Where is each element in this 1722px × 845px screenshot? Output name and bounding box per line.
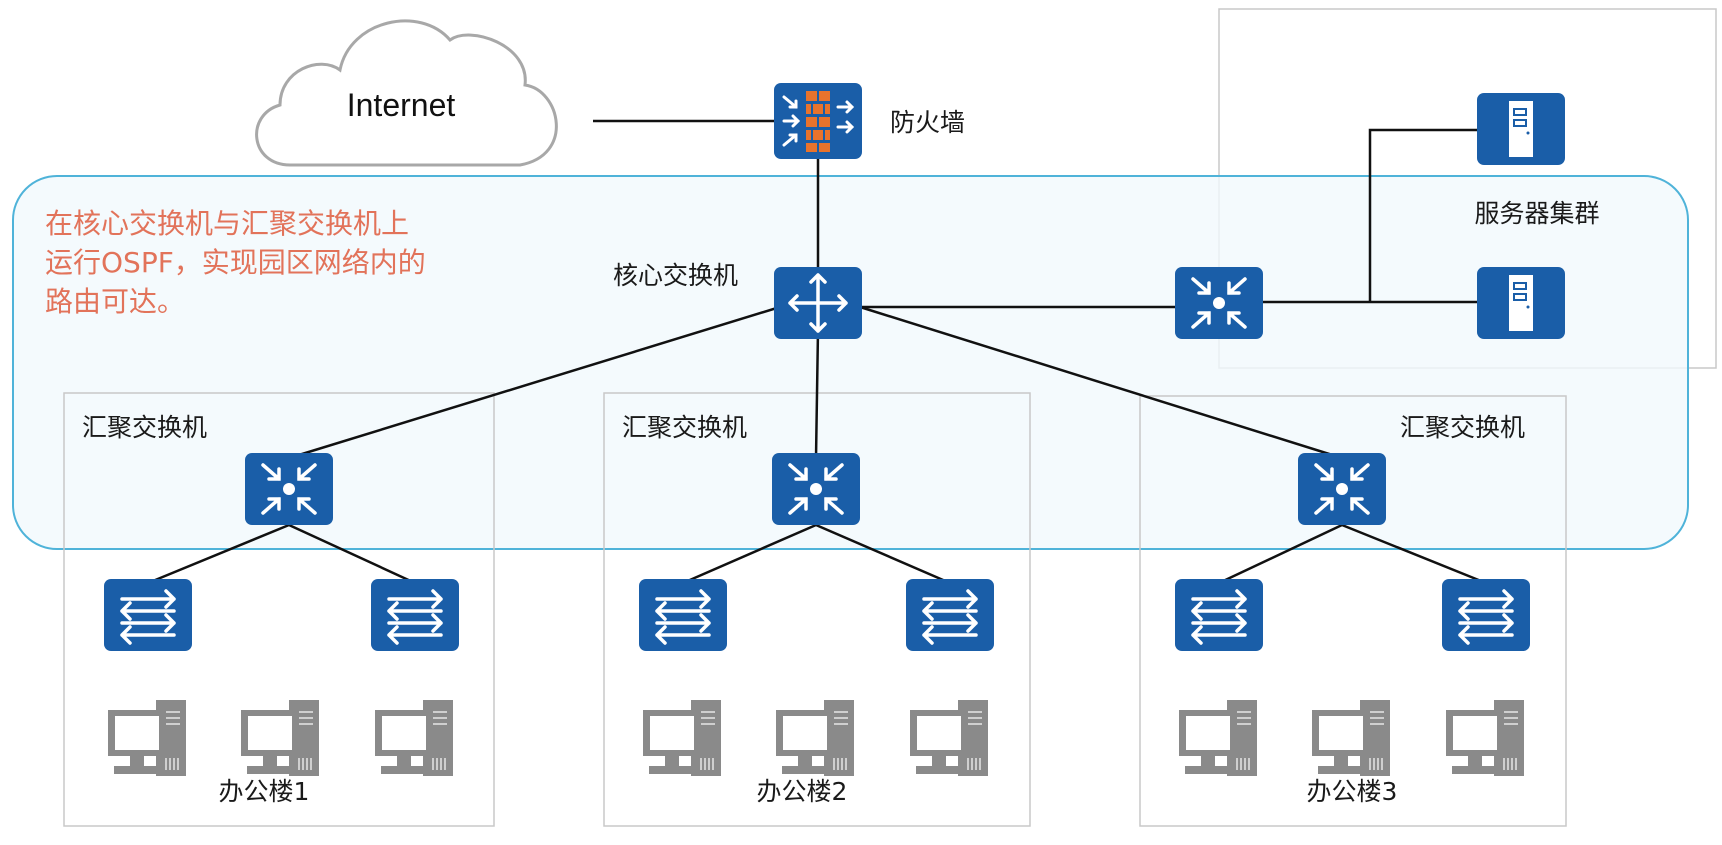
server-icon[interactable] — [1477, 267, 1565, 339]
pc-icon[interactable] — [1178, 699, 1258, 777]
access-switch-icon[interactable] — [1175, 579, 1263, 651]
pc-icon[interactable] — [1311, 699, 1391, 777]
building-3-box — [1139, 395, 1567, 827]
annotation-line-1: 在核心交换机与汇聚交换机上 — [45, 207, 409, 240]
server-switch-icon[interactable] — [1175, 267, 1263, 339]
agg-switch-label: 汇聚交换机 — [622, 413, 747, 442]
pc-icon[interactable] — [240, 699, 320, 777]
access-switch-icon[interactable] — [906, 579, 994, 651]
server-cluster-label: 服务器集群 — [1474, 199, 1599, 228]
pc-icon[interactable] — [909, 699, 989, 777]
access-switch-icon[interactable] — [1442, 579, 1530, 651]
links — [147, 119, 1487, 585]
firewall-label: 防火墙 — [890, 108, 965, 137]
firewall-icon[interactable] — [774, 83, 862, 159]
annotation-line-3: 路由可达。 — [45, 285, 185, 318]
pc-icon[interactable] — [107, 699, 187, 777]
link-agg2-access — [682, 523, 951, 585]
server-icon[interactable] — [1477, 93, 1565, 165]
core-switch-icon[interactable] — [774, 267, 862, 339]
access-switch-icon[interactable] — [639, 579, 727, 651]
building-1-box — [63, 392, 495, 827]
agg-switch-label: 汇聚交换机 — [82, 413, 207, 442]
link-agg1-access — [147, 523, 416, 585]
pc-icon[interactable] — [1445, 699, 1525, 777]
agg-switch-label: 汇聚交换机 — [1400, 413, 1525, 442]
agg-switch-icon[interactable] — [1298, 453, 1386, 525]
link-agg3-access — [1218, 523, 1487, 585]
building-1-label: 办公楼1 — [219, 777, 310, 806]
ospf-area — [12, 175, 1689, 550]
annotation-line-2: 运行OSPF，实现园区网络内的 — [45, 246, 426, 279]
internet-label: Internet — [347, 87, 456, 123]
core-switch-label: 核心交换机 — [613, 261, 738, 290]
access-switch-icon[interactable] — [371, 579, 459, 651]
link-core-agg2 — [814, 329, 820, 459]
building-3-label: 办公楼3 — [1307, 777, 1398, 806]
pc-icon[interactable] — [642, 699, 722, 777]
access-switch-icon[interactable] — [104, 579, 192, 651]
agg-switch-icon[interactable] — [772, 453, 860, 525]
building-2-label: 办公楼2 — [757, 777, 848, 806]
link-core-agg1 — [288, 305, 781, 460]
agg-switch-icon[interactable] — [245, 453, 333, 525]
internet-cloud-icon — [255, 19, 558, 167]
link-core-agg3 — [859, 305, 1343, 460]
pc-icon[interactable] — [374, 699, 454, 777]
link-server-switch-servers — [1263, 128, 1477, 304]
pc-icon[interactable] — [775, 699, 855, 777]
